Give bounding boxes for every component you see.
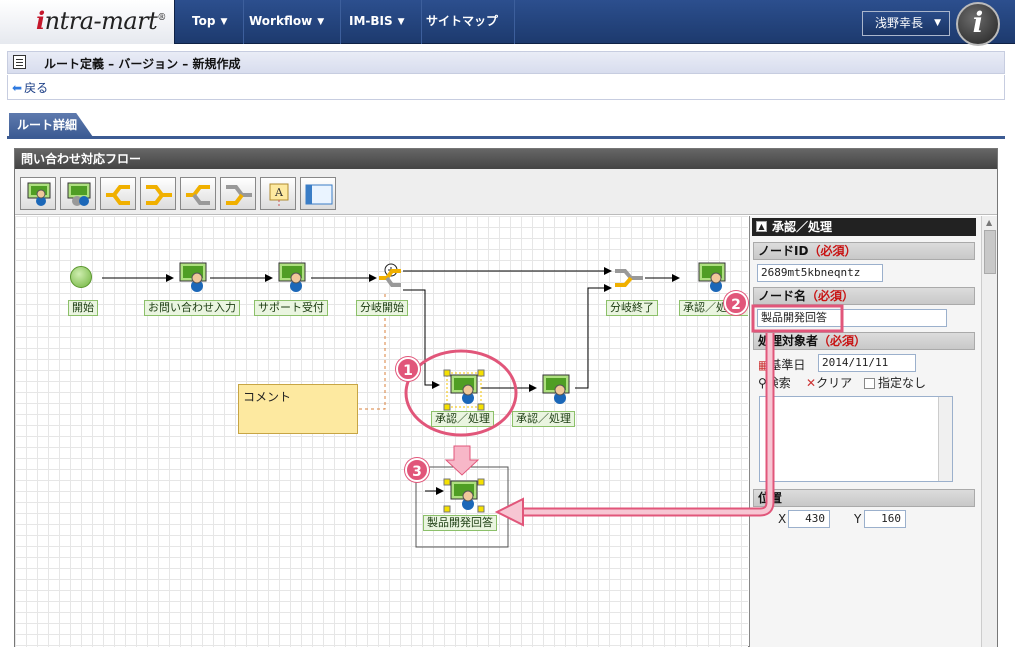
- scroll-thumb[interactable]: [984, 230, 996, 274]
- node-name-field[interactable]: 製品開発回答: [757, 309, 947, 327]
- support-node-label[interactable]: サポート受付: [254, 300, 328, 316]
- container-icon: [305, 184, 333, 205]
- tab-underline: [7, 136, 1005, 139]
- intra-mart-logo: iintra-martntra-mart®: [36, 6, 166, 35]
- y-field[interactable]: 160: [864, 510, 906, 528]
- top-navigation-bar: iintra-martntra-mart® Top▼ Workflow▼ IM-…: [0, 0, 1015, 46]
- process-node-icon: [27, 182, 51, 206]
- annotation-icon: A: [269, 183, 289, 207]
- comment-box[interactable]: コメント: [238, 384, 358, 434]
- back-row: ⬅戻る: [7, 75, 1005, 100]
- scroll-up-icon[interactable]: ▲: [986, 218, 993, 227]
- inquiry-process-icon[interactable]: [178, 262, 210, 292]
- calendar-icon[interactable]: ▦: [758, 358, 770, 372]
- no-target-checkbox[interactable]: 指定なし: [864, 374, 926, 391]
- flow-panel: 問い合わせ対応フロー A: [14, 148, 998, 647]
- checkbox[interactable]: [864, 378, 875, 389]
- approve-mid-label[interactable]: 承認／処理: [512, 411, 575, 427]
- branch-merge-gray-icon: [226, 185, 252, 205]
- flow-canvas[interactable]: 開始 お問い合わせ入力 サポート受付 分岐開始 分岐終了 承認／処理 承認／処理…: [15, 216, 748, 647]
- container-button[interactable]: [300, 177, 336, 210]
- start-node-label[interactable]: 開始: [68, 300, 98, 316]
- clear-link[interactable]: ✕クリア: [806, 376, 853, 390]
- annotation-button[interactable]: A: [260, 177, 296, 210]
- node-id-section: ノードID（必須）: [753, 242, 975, 260]
- branch-merge-icon: [146, 185, 172, 205]
- brand-icon[interactable]: i: [956, 2, 1000, 46]
- user-menu[interactable]: 浅野幸長▼: [862, 11, 950, 36]
- process-node-button-2[interactable]: [60, 177, 96, 210]
- page-title: ルート定義 – バージョン – 新規作成: [44, 57, 241, 71]
- product-answer-icon[interactable]: [449, 480, 481, 510]
- search-link[interactable]: ⚲検索: [758, 376, 791, 390]
- branch-end-icon[interactable]: [615, 264, 647, 292]
- chevron-down-icon: ▼: [934, 18, 941, 28]
- position-section: 位置: [753, 489, 975, 507]
- eraser-icon: ✕: [806, 376, 817, 390]
- back-link[interactable]: ⬅戻る: [12, 81, 49, 95]
- svg-text:A: A: [274, 186, 284, 199]
- document-icon: [13, 55, 26, 69]
- approve-mid-icon[interactable]: [541, 374, 573, 404]
- branch-end-label[interactable]: 分岐終了: [606, 300, 658, 316]
- process-node-icon-2: [67, 182, 91, 206]
- base-date-row: ▦基準日: [758, 358, 806, 372]
- approve-selected-icon[interactable]: [449, 374, 481, 404]
- callout-badge-1: 1: [396, 357, 420, 381]
- nav-workflow[interactable]: Workflow▼: [233, 0, 342, 44]
- tab-route-detail[interactable]: ルート詳細: [9, 113, 93, 137]
- node-name-section: ノード名（必須）: [753, 287, 975, 305]
- x-field[interactable]: 430: [788, 510, 830, 528]
- x-label: X: [778, 512, 787, 526]
- list-scrollbar[interactable]: [938, 397, 952, 481]
- y-label: Y: [854, 512, 862, 526]
- node-id-field[interactable]: 2689mt5kbneqntz: [757, 264, 883, 282]
- branch-merge-button[interactable]: [140, 177, 176, 210]
- inquiry-node-label[interactable]: お問い合わせ入力: [144, 300, 240, 316]
- chevron-down-icon: ▼: [317, 16, 325, 27]
- callout-badge-2: 2: [724, 291, 748, 315]
- product-answer-label[interactable]: 製品開発回答: [423, 515, 497, 531]
- support-process-icon[interactable]: [277, 262, 309, 292]
- approve-right-icon[interactable]: [697, 262, 729, 292]
- search-icon: ⚲: [758, 376, 767, 390]
- branch-split-icon: [106, 185, 130, 205]
- arrow-left-icon: ⬅: [12, 81, 23, 95]
- callout-badge-3: 3: [405, 458, 429, 482]
- nav-im-bis[interactable]: IM-BIS▼: [333, 0, 422, 44]
- branch-split-button[interactable]: [100, 177, 136, 210]
- page-header: ルート定義 – バージョン – 新規作成: [7, 51, 1005, 74]
- flow-title: 問い合わせ対応フロー: [15, 149, 997, 169]
- target-list-box[interactable]: [759, 396, 953, 482]
- property-header[interactable]: ▲ 承認／処理: [752, 218, 976, 236]
- approve-selected-label[interactable]: 承認／処理: [431, 411, 494, 427]
- branch-start-icon[interactable]: [379, 264, 407, 292]
- branch-split-gray-button[interactable]: [180, 177, 216, 210]
- property-panel: ▲ 承認／処理 ノードID（必須） 2689mt5kbneqntz ノード名（必…: [749, 216, 997, 647]
- logo-area[interactable]: iintra-martntra-mart®: [0, 0, 175, 44]
- base-date-field[interactable]: 2014/11/11: [818, 354, 916, 372]
- branch-split-gray-icon: [186, 185, 210, 205]
- flow-toolbar: A: [15, 169, 997, 215]
- nav-sitemap[interactable]: サイトマップ: [410, 0, 516, 44]
- chevron-down-icon: ▼: [397, 16, 405, 27]
- chevron-down-icon: ▼: [220, 16, 228, 27]
- branch-start-label[interactable]: 分岐開始: [356, 300, 408, 316]
- branch-merge-gray-button[interactable]: [220, 177, 256, 210]
- process-node-button[interactable]: [20, 177, 56, 210]
- target-section: 処理対象者（必須）: [753, 332, 975, 350]
- panel-scrollbar[interactable]: ▲: [981, 216, 997, 647]
- start-node[interactable]: [70, 266, 92, 288]
- nav-top[interactable]: Top▼: [176, 0, 245, 44]
- collapse-icon[interactable]: ▲: [756, 221, 767, 232]
